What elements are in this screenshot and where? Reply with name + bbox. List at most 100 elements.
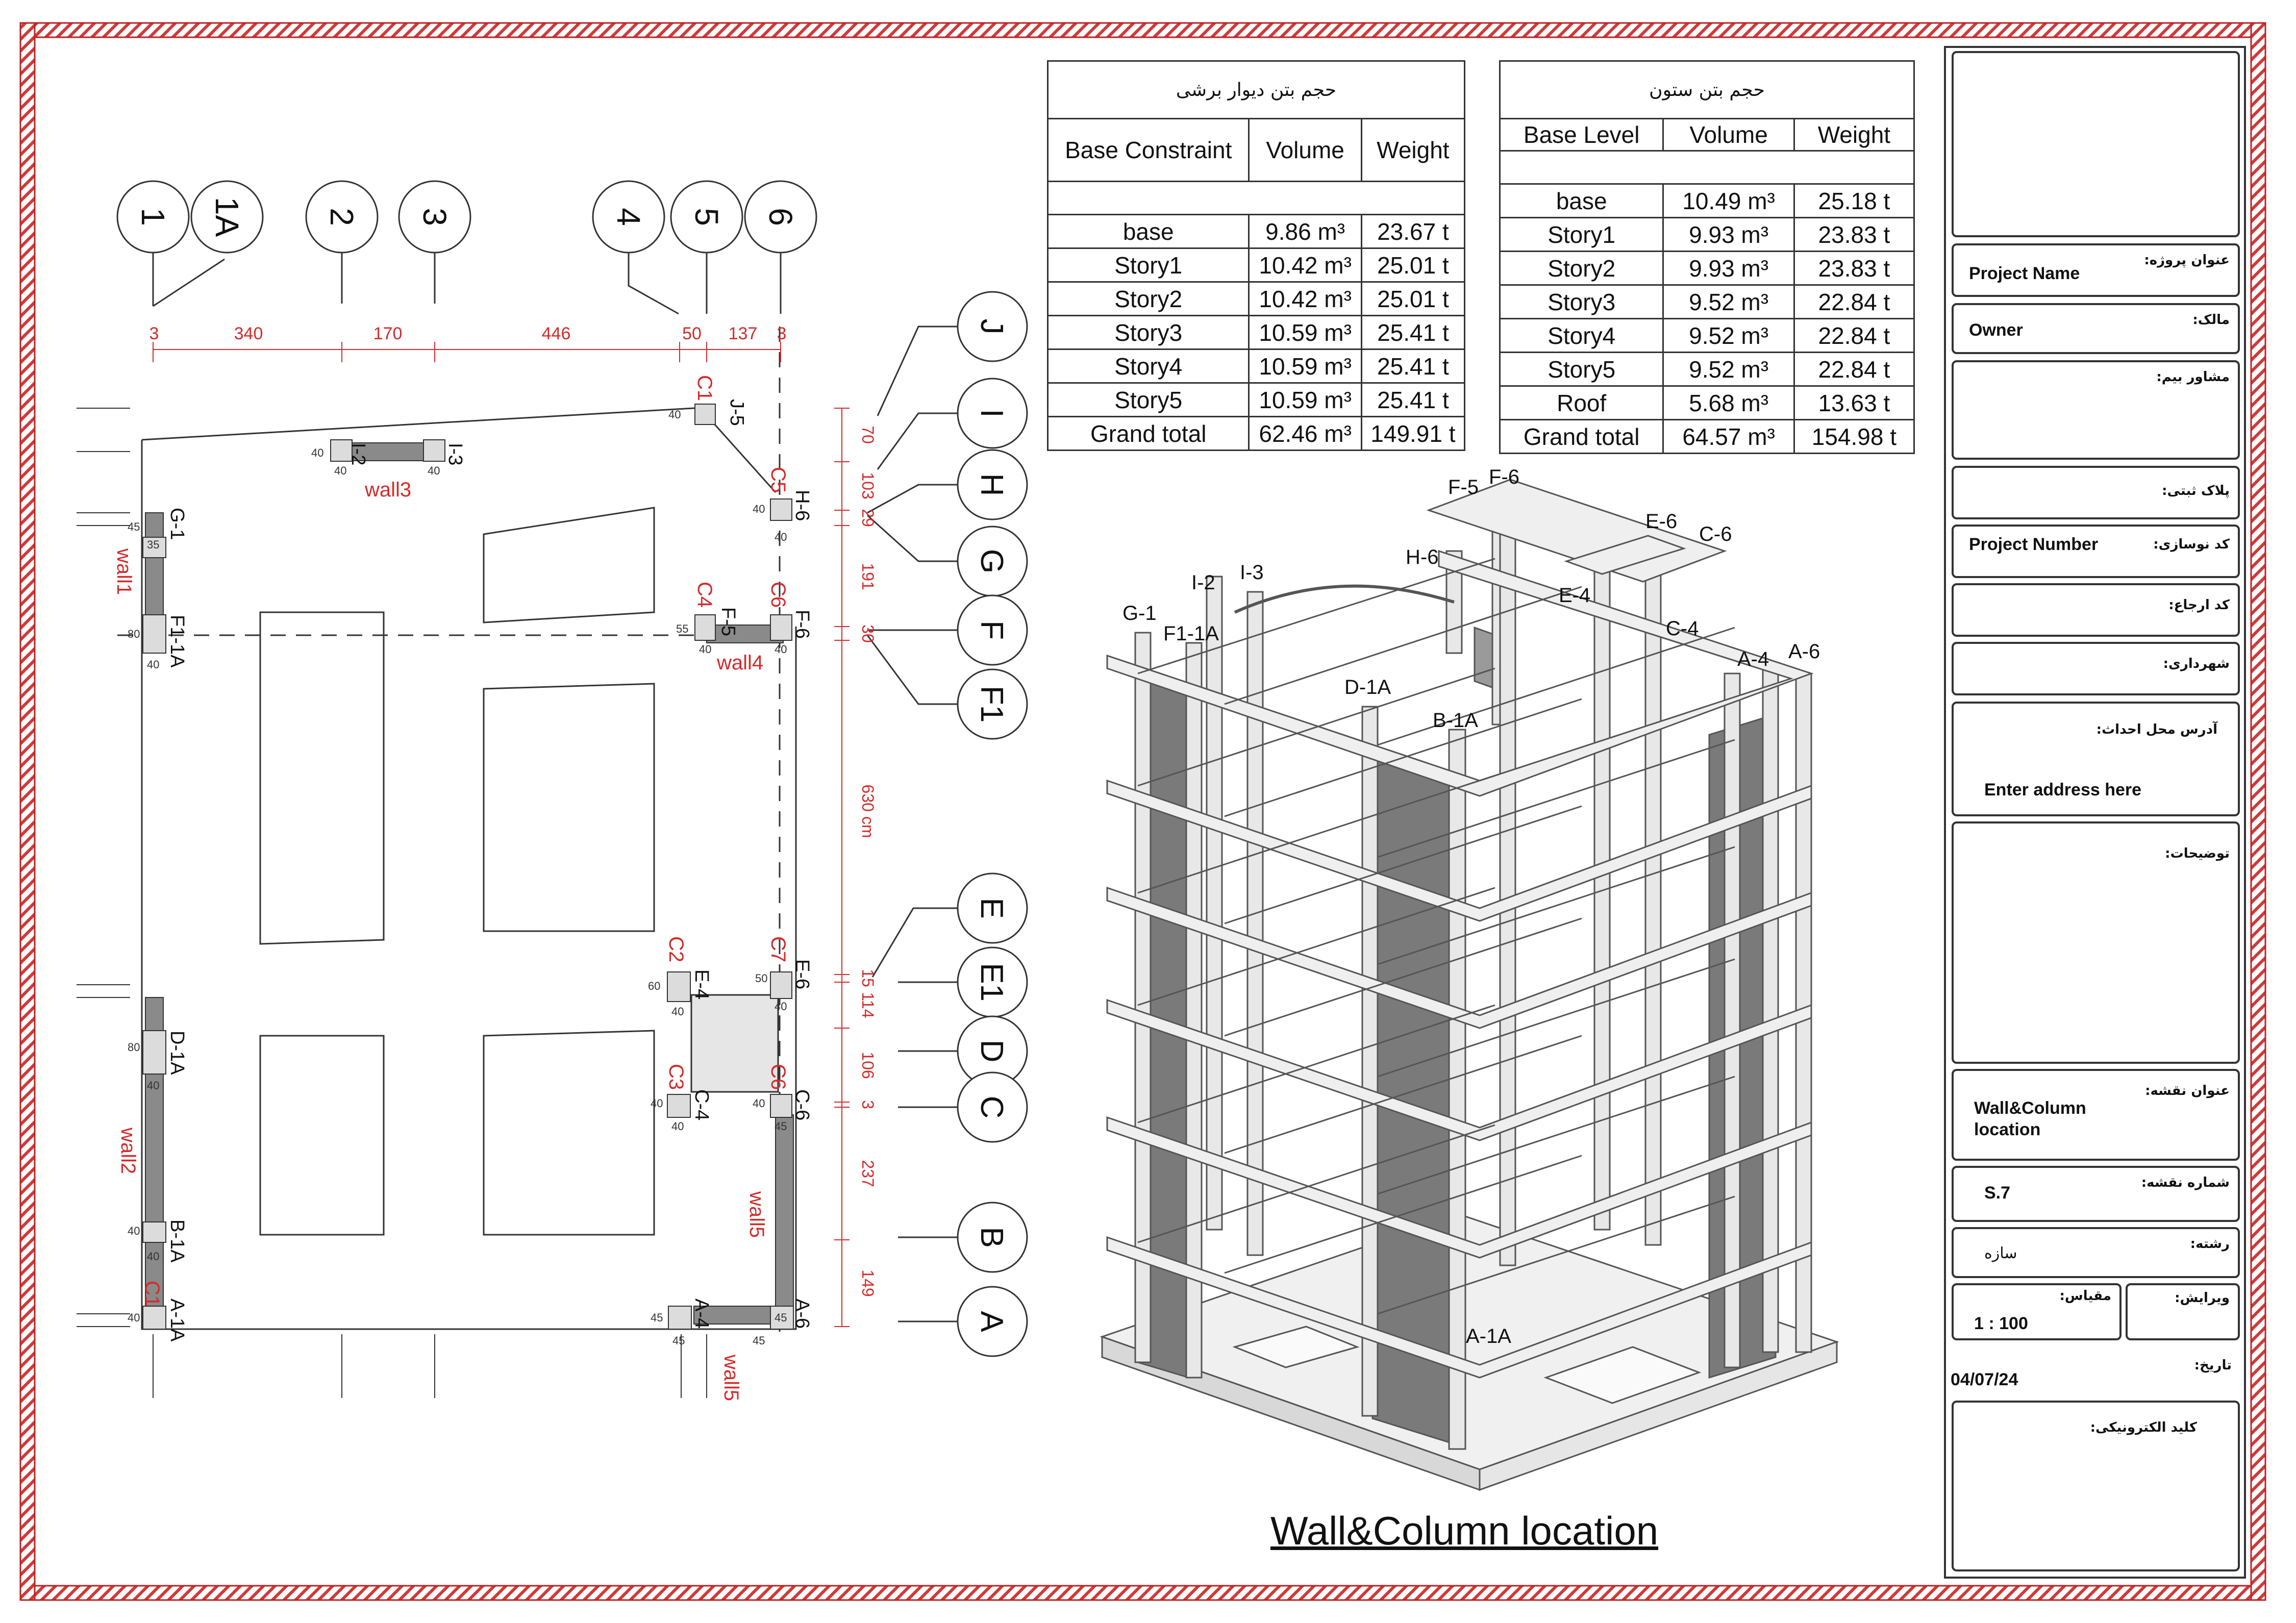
table-cell: 22.84 t xyxy=(1793,284,1915,319)
side-dim: 191 xyxy=(859,563,877,590)
grid-label-5: 5 xyxy=(688,208,725,226)
small-dim: 35 xyxy=(147,538,159,551)
top-dim: 340 xyxy=(234,324,263,343)
column-mark: G-1 xyxy=(166,508,188,540)
column-table-header: Volume xyxy=(1662,118,1795,152)
column-mark: A-1A xyxy=(166,1299,188,1342)
small-dim: 40 xyxy=(651,1097,663,1110)
column-volume-table: حجم بتن ستون Base Level Volume Weight ba… xyxy=(1499,60,1915,454)
iso-label: C-6 xyxy=(1699,523,1732,545)
table-cell: 22.84 t xyxy=(1793,318,1915,353)
table-cell: Story5 xyxy=(1046,382,1250,417)
column-type: C1 xyxy=(141,1281,163,1307)
sheet-title: location xyxy=(1974,1120,2041,1139)
ref-box: کد ارجاع: xyxy=(1952,583,2240,637)
table-cell: 22.84 t xyxy=(1793,352,1915,387)
small-dim: 40 xyxy=(147,658,159,671)
column-mark: A-6 xyxy=(791,1299,813,1329)
top-dimension-line xyxy=(153,342,781,362)
column-mark: B-1A xyxy=(166,1219,188,1263)
sheet-no: S.7 xyxy=(1984,1183,2011,1203)
date: 04/07/24 xyxy=(1951,1370,2018,1389)
discipline: سازه xyxy=(1984,1244,2017,1262)
side-dim: 106 xyxy=(859,1052,877,1079)
desc-label: توضیحات: xyxy=(2165,846,2230,861)
small-dim: 40 xyxy=(668,408,681,421)
project-number: Project Number xyxy=(1969,535,2099,554)
left-ticks xyxy=(77,408,707,1398)
side-dim: 237 xyxy=(859,1160,877,1187)
table-cell: Grand total xyxy=(1499,419,1664,454)
small-dim: 40 xyxy=(775,1000,787,1013)
small-dim: 45 xyxy=(775,1120,787,1133)
table-cell: 64.57 m³ xyxy=(1662,419,1795,454)
iso-labels: F-5 F-6 E-6 C-6 I-2 I-3 H-6 E-4 G-1 F1-1… xyxy=(1122,466,1820,1347)
iso-label: F1-1A xyxy=(1163,622,1219,645)
table-cell: 149.91 t xyxy=(1360,416,1466,451)
top-dim: 170 xyxy=(373,324,403,343)
column-mark: C-6 xyxy=(791,1089,813,1120)
plate-label: پلاک ثبتی: xyxy=(2162,483,2230,498)
table-cell: 25.41 t xyxy=(1360,348,1466,384)
column-mark: D-1A xyxy=(166,1031,188,1075)
table-cell: 5.68 m³ xyxy=(1662,385,1795,420)
iso-label: H-6 xyxy=(1406,546,1438,568)
small-dim: 45 xyxy=(128,520,140,533)
insurer-box: مشاور بیم: xyxy=(1952,360,2240,460)
sheet-no-label: شماره نقشه: xyxy=(2141,1175,2230,1190)
table-cell: 9.93 m³ xyxy=(1662,217,1795,252)
sheet-border xyxy=(19,22,2266,1601)
column-type: C6 xyxy=(767,582,789,608)
column-table-header: Weight xyxy=(1793,118,1915,152)
side-dim: 630 cm xyxy=(859,785,877,838)
table-cell: 23.83 t xyxy=(1793,217,1915,252)
wall-label: wall2 xyxy=(117,1127,139,1174)
table-cell: Story4 xyxy=(1046,348,1250,384)
insurer-label: مشاور بیم: xyxy=(2156,369,2230,385)
column-type-labels: C1 C5 C4 C6 C2 C7 C3 C6 C1 xyxy=(141,375,789,1307)
isometric-view xyxy=(1100,479,1839,1491)
small-dim: 40 xyxy=(311,446,323,459)
table-cell: base xyxy=(1499,183,1664,218)
column-mark: C-4 xyxy=(691,1089,712,1120)
wall-label: wall3 xyxy=(364,479,411,501)
table-cell: 25.01 t xyxy=(1360,247,1466,283)
table-cell: Grand total xyxy=(1046,416,1250,451)
iso-label: I-2 xyxy=(1191,571,1215,594)
sheet-title-label: عنوان نقشه: xyxy=(2145,1083,2230,1098)
small-dims: 40 40 40 40 40 40 45 35 80 40 55 40 40 6… xyxy=(128,408,787,1347)
column-table-title: حجم بتن ستون xyxy=(1499,60,1915,119)
owner: Owner xyxy=(1969,320,2023,340)
column-mark: E-6 xyxy=(791,959,813,989)
table-cell: 25.41 t xyxy=(1360,315,1466,350)
table-cell: 62.46 m³ xyxy=(1248,416,1362,451)
iso-label: A-1A xyxy=(1466,1325,1511,1347)
small-dim: 40 xyxy=(334,464,346,477)
grid-label-g: G xyxy=(974,549,1009,573)
column-mark: F-6 xyxy=(791,610,813,639)
desc-box: توضیحات: xyxy=(1952,821,2240,1064)
column-mark: F1-1A xyxy=(166,615,188,668)
small-dim: 40 xyxy=(671,1005,684,1018)
wall-label: wall5 xyxy=(745,1191,768,1238)
table-cell: 9.86 m³ xyxy=(1248,214,1362,249)
small-dim: 50 xyxy=(755,972,767,985)
iso-label: A-4 xyxy=(1737,648,1769,670)
small-dim: 45 xyxy=(672,1334,685,1347)
table-cell: Story5 xyxy=(1499,352,1664,387)
table-cell: Story2 xyxy=(1046,281,1250,316)
grid-label-h: H xyxy=(974,473,1009,496)
floor-plan xyxy=(117,327,797,1332)
small-dim: 40 xyxy=(671,1120,684,1133)
small-dim: 40 xyxy=(775,643,787,656)
iso-label: B-1A xyxy=(1433,709,1478,732)
iso-label: C-4 xyxy=(1666,617,1699,640)
grid-label-i: I xyxy=(974,409,1009,417)
code-label: کد نوسازی: xyxy=(2153,537,2230,552)
table-cell: base xyxy=(1046,214,1250,249)
small-dim: 40 xyxy=(753,1097,765,1110)
grid-label-4: 4 xyxy=(610,208,647,226)
revision-label: ویرایش: xyxy=(2175,1290,2230,1306)
side-dim: 30 xyxy=(859,625,877,643)
